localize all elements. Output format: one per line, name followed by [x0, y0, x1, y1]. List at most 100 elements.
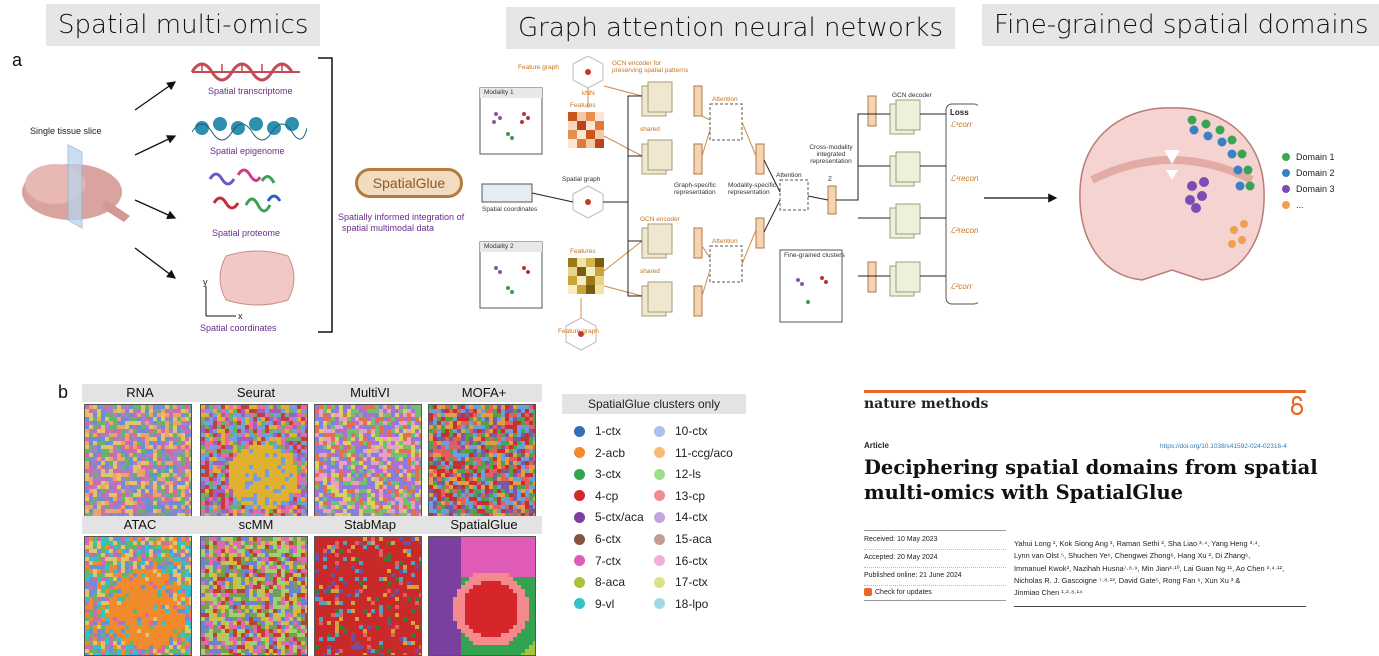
dates-rule — [864, 530, 1006, 531]
cluster-color-dot — [654, 490, 665, 501]
cluster-label: 13-cp — [675, 489, 705, 503]
cluster-legend-item: 11-ccg/aco — [654, 446, 733, 460]
cluster-legend-item: 9-vl — [574, 597, 614, 611]
label-attention-3: Attention — [776, 172, 802, 179]
author-line: Lynn van Olst ⁵, Shuchen Ye⁶, Chengwei Z… — [1014, 550, 1284, 562]
label-attention-2: Attention — [712, 238, 738, 245]
panel-letter-a: a — [12, 50, 22, 71]
method-title-stabmap: StabMap — [312, 516, 428, 534]
method-title-spatialglue: SpatialGlue — [426, 516, 542, 534]
article-type: Article — [864, 441, 889, 450]
cluster-color-dot — [654, 577, 665, 588]
cluster-legend-item: 12-ls — [654, 467, 701, 481]
cluster-label: 6-ctx — [595, 532, 621, 546]
label-loss: Loss — [950, 108, 969, 117]
proteome-icon — [202, 165, 292, 225]
check-updates-label: Check for updates — [875, 589, 932, 596]
cluster-color-dot — [574, 512, 585, 523]
cluster-color-dot — [654, 598, 665, 609]
cluster-color-dot — [654, 426, 665, 437]
cluster-legend-item: 8-aca — [574, 575, 625, 589]
published-date: Published online: 21 June 2024 — [864, 572, 962, 579]
domain-3-dot — [1282, 185, 1290, 193]
label-feature-graph-2: Feature graph — [558, 328, 599, 335]
cluster-legend-item: 6-ctx — [574, 532, 621, 546]
label-shared-2: shared — [640, 268, 660, 275]
cluster-legend-item: 18-lpo — [654, 597, 708, 611]
cluster-label: 3-ctx — [595, 467, 621, 481]
domain-legend-item: Domain 1 — [1282, 152, 1335, 162]
cluster-legend-item: 13-cp — [654, 489, 705, 503]
cluster-color-dot — [574, 469, 585, 480]
method-cluster-map-scmm — [200, 536, 308, 656]
method-cluster-map-rna — [84, 404, 192, 524]
accepted-date: Accepted: 20 May 2024 — [864, 554, 938, 561]
article-doi[interactable]: https://doi.org/10.1038/s41592-024-02316… — [1160, 443, 1287, 450]
cluster-label: 14-ctx — [675, 510, 708, 524]
modality-label-coordinates: Spatial coordinates — [200, 323, 277, 333]
domain-legend: Domain 1 Domain 2 Domain 3 ... — [1282, 152, 1335, 210]
domain-legend-item: Domain 2 — [1282, 168, 1335, 178]
cluster-color-dot — [654, 447, 665, 458]
label-spatial-coordinates: Spatial coordinates — [482, 206, 537, 213]
cluster-label: 17-ctx — [675, 575, 708, 589]
cluster-legend-item: 3-ctx — [574, 467, 621, 481]
method-title-mofa: MOFA+ — [426, 384, 542, 402]
check-updates-icon — [864, 588, 872, 596]
cluster-legend-item: 4-cp — [574, 489, 618, 503]
cluster-label: 2-acb — [595, 446, 625, 460]
cluster-color-dot — [574, 555, 585, 566]
dates-divider-3 — [864, 585, 1006, 586]
domain-legend-item: Domain 3 — [1282, 184, 1335, 194]
cluster-color-dot — [574, 598, 585, 609]
cluster-color-dot — [574, 447, 585, 458]
spatial-coordinates-icon — [196, 250, 306, 322]
cluster-legend-item: 2-acb — [574, 446, 625, 460]
cluster-color-dot — [654, 534, 665, 545]
domain-1-label: Domain 1 — [1296, 152, 1335, 162]
label-features-1: Features — [570, 102, 596, 109]
method-title-multivi: MultiVI — [312, 384, 428, 402]
cluster-legend-item: 14-ctx — [654, 510, 708, 524]
label-z: Z — [828, 176, 832, 183]
method-title-scmm: scMM — [198, 516, 314, 534]
method-cluster-map-mofa — [428, 404, 536, 524]
cluster-label: 10-ctx — [675, 424, 708, 438]
author-line: Jinmiao Chen ¹·²·⁸·¹⁴ — [1014, 587, 1284, 599]
cluster-label: 5-ctx/aca — [595, 510, 644, 524]
epigenome-icon — [192, 112, 307, 142]
method-cluster-map-seurat — [200, 404, 308, 524]
journal-name: nature methods — [864, 396, 988, 412]
transcriptome-icon — [190, 56, 302, 84]
dates-divider-2 — [864, 567, 1006, 568]
domain-1-dot — [1282, 153, 1290, 161]
cluster-label: 8-aca — [595, 575, 625, 589]
cluster-label: 1-ctx — [595, 424, 621, 438]
label-gcn-encoder: GCN encoder — [640, 216, 680, 223]
cluster-legend-item: 10-ctx — [654, 424, 708, 438]
domain-more-label: ... — [1296, 200, 1304, 210]
cluster-legend-item: 7-ctx — [574, 554, 621, 568]
loss-term-1: ℒ¹corr — [950, 120, 972, 129]
modality-label-epigenome: Spatial epigenome — [210, 146, 285, 156]
modality-label-transcriptome: Spatial transcriptome — [208, 86, 293, 96]
cluster-legend-item: 17-ctx — [654, 575, 708, 589]
header-spatial-multi-omics: Spatial multi-omics — [46, 4, 320, 46]
cluster-label: 12-ls — [675, 467, 701, 481]
check-for-updates[interactable]: Check for updates — [864, 588, 932, 596]
cluster-color-dot — [654, 512, 665, 523]
tissue-label: Single tissue slice — [30, 126, 102, 136]
brain-coronal-domains — [1072, 100, 1272, 290]
cluster-label: 4-cp — [595, 489, 618, 503]
author-line: Yahui Long ¹, Kok Siong Ang ¹, Raman Set… — [1014, 538, 1284, 550]
method-title-atac: ATAC — [82, 516, 198, 534]
dates-divider-1 — [864, 549, 1006, 550]
cluster-label: 7-ctx — [595, 554, 621, 568]
label-gcn-encoder-preserve: GCN encoder for preserving spatial patte… — [612, 60, 692, 74]
label-shared-1: shared — [640, 126, 660, 133]
label-attention-1: Attention — [712, 96, 738, 103]
brain-slice-illustration — [10, 140, 140, 230]
cluster-label: 18-lpo — [675, 597, 708, 611]
label-feature-graph-1: Feature graph — [518, 64, 559, 71]
cluster-legend-title: SpatialGlue clusters only — [562, 394, 746, 414]
